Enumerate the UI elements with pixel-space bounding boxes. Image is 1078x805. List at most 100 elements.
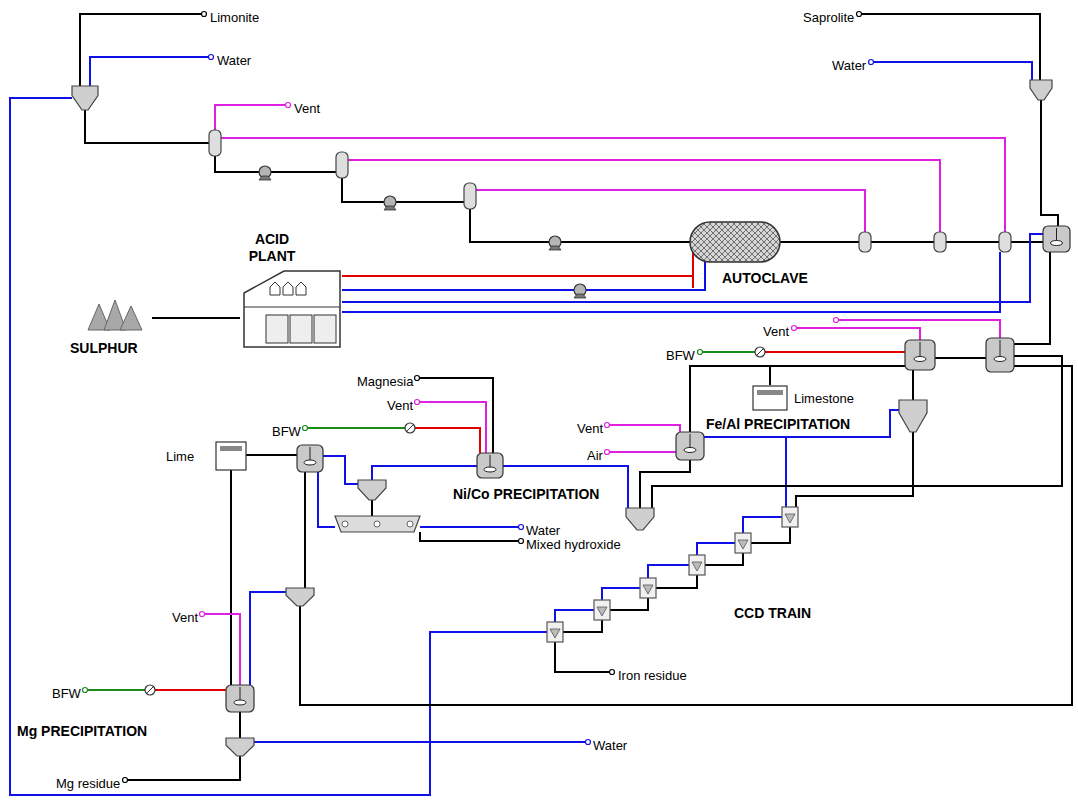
pipe-line bbox=[610, 425, 680, 432]
label-holder: Limonite bbox=[209, 8, 260, 26]
thickener-symbol bbox=[1030, 80, 1052, 100]
pipe-line bbox=[874, 62, 1032, 80]
stream-terminal bbox=[586, 740, 591, 745]
pipe-line bbox=[215, 105, 286, 130]
pipe-line bbox=[90, 57, 209, 86]
agitated-tank bbox=[226, 685, 254, 712]
pipe-line bbox=[155, 689, 226, 691]
pipe-line bbox=[1014, 252, 1050, 344]
ccd-thickener bbox=[689, 555, 705, 575]
cooler-symbol bbox=[755, 347, 765, 357]
ccd-thickener bbox=[735, 533, 751, 553]
agitator-blade bbox=[914, 357, 926, 362]
pipe-line bbox=[230, 470, 232, 685]
pipe-line bbox=[371, 500, 373, 516]
unit-name: SULPHUR bbox=[70, 340, 138, 356]
pipe-line bbox=[563, 620, 602, 632]
pipe-line bbox=[648, 565, 689, 578]
stream-terminal bbox=[209, 55, 214, 60]
plant-floor bbox=[244, 307, 340, 308]
pipe-line bbox=[839, 320, 1000, 338]
pipe-line bbox=[318, 472, 335, 527]
label-holder: Vent bbox=[171, 608, 199, 626]
pump-base bbox=[259, 176, 271, 180]
pipe-line bbox=[862, 14, 1040, 80]
filter-body bbox=[335, 516, 420, 532]
pipe-line bbox=[300, 366, 1072, 705]
flash-vessel bbox=[464, 183, 476, 209]
agitator-shaft bbox=[690, 434, 691, 449]
ccd-box bbox=[782, 507, 798, 527]
tank-body bbox=[297, 445, 323, 472]
unit-name: Lime bbox=[166, 449, 194, 464]
label-holder: Water bbox=[216, 51, 252, 69]
agitator-shaft bbox=[240, 687, 241, 702]
agitator-blade bbox=[234, 700, 246, 705]
ccd-cone bbox=[738, 540, 748, 549]
agitator-blade bbox=[684, 448, 696, 453]
unit-name: Limestone bbox=[794, 391, 854, 406]
pipe-line bbox=[205, 614, 240, 685]
stream-label: Water bbox=[831, 59, 867, 72]
stream-label: Air bbox=[586, 449, 604, 462]
unit-box: SULPHUR bbox=[66, 296, 152, 358]
stream-terminal bbox=[605, 423, 610, 428]
label-holder: Water bbox=[525, 521, 561, 539]
stream-label: BFW bbox=[51, 687, 82, 700]
agitator-shaft bbox=[920, 342, 921, 358]
label-holder: BFW bbox=[665, 346, 696, 364]
agitated-tank bbox=[477, 453, 503, 478]
pipe-line bbox=[239, 712, 241, 738]
unit-box: ACID PLANT bbox=[240, 231, 342, 348]
pipe-line bbox=[703, 351, 755, 353]
flash-vessel bbox=[934, 232, 946, 252]
pipe-line bbox=[246, 454, 297, 456]
agitated-tank bbox=[297, 445, 323, 472]
stream-label: Mg residue bbox=[55, 777, 121, 790]
pump-base bbox=[549, 246, 561, 250]
thickener-symbol bbox=[226, 738, 254, 756]
cooler-mark bbox=[407, 425, 413, 431]
flash-vessel bbox=[336, 152, 348, 178]
ccd-cone bbox=[597, 607, 607, 616]
agitator-blade bbox=[1051, 241, 1063, 246]
pipe-line bbox=[796, 432, 913, 507]
label-holder: Ni/Co PRECIPITATION bbox=[452, 485, 600, 503]
pipe-line bbox=[765, 351, 905, 353]
label-holder: Mg PRECIPITATION bbox=[16, 722, 148, 740]
unit-box: Limestone bbox=[752, 385, 862, 411]
stream-terminal bbox=[303, 426, 308, 431]
pipe-line bbox=[342, 178, 464, 202]
pipe-line bbox=[640, 460, 690, 508]
ccd-thickener bbox=[640, 578, 656, 598]
pump-base bbox=[384, 206, 396, 210]
stream-label: Vent bbox=[171, 611, 199, 624]
cooler-shell bbox=[145, 685, 155, 695]
hopper-band bbox=[220, 446, 242, 451]
stream-label: Water bbox=[525, 524, 561, 537]
hopper-band bbox=[757, 390, 783, 395]
stream-label: Limonite bbox=[209, 11, 260, 24]
pipe-line bbox=[476, 190, 865, 232]
stream-label: BFW bbox=[665, 349, 696, 362]
stream-terminal bbox=[519, 525, 524, 530]
pipe-line bbox=[420, 378, 493, 453]
pipe-line bbox=[420, 526, 519, 528]
tank-body bbox=[676, 432, 704, 460]
label-holder: Vent bbox=[576, 419, 604, 437]
hopper-box bbox=[216, 442, 246, 470]
section-title: CCD TRAIN bbox=[733, 605, 812, 621]
stream-label: Vent bbox=[576, 422, 604, 435]
label-holder: BFW bbox=[271, 422, 302, 440]
pipe-line bbox=[372, 466, 477, 480]
plant-unit bbox=[266, 315, 288, 343]
label-holder: Iron residue bbox=[617, 666, 688, 684]
label-holder: Fe/Al PRECIPITATION bbox=[705, 415, 851, 433]
flash-vessel bbox=[209, 130, 221, 156]
belt-filter bbox=[335, 516, 420, 532]
thickener-symbol bbox=[626, 508, 654, 530]
pipe-line bbox=[704, 410, 900, 437]
tank-body bbox=[1043, 226, 1070, 252]
pipe-line bbox=[705, 553, 743, 565]
pump-symbol bbox=[549, 236, 561, 250]
